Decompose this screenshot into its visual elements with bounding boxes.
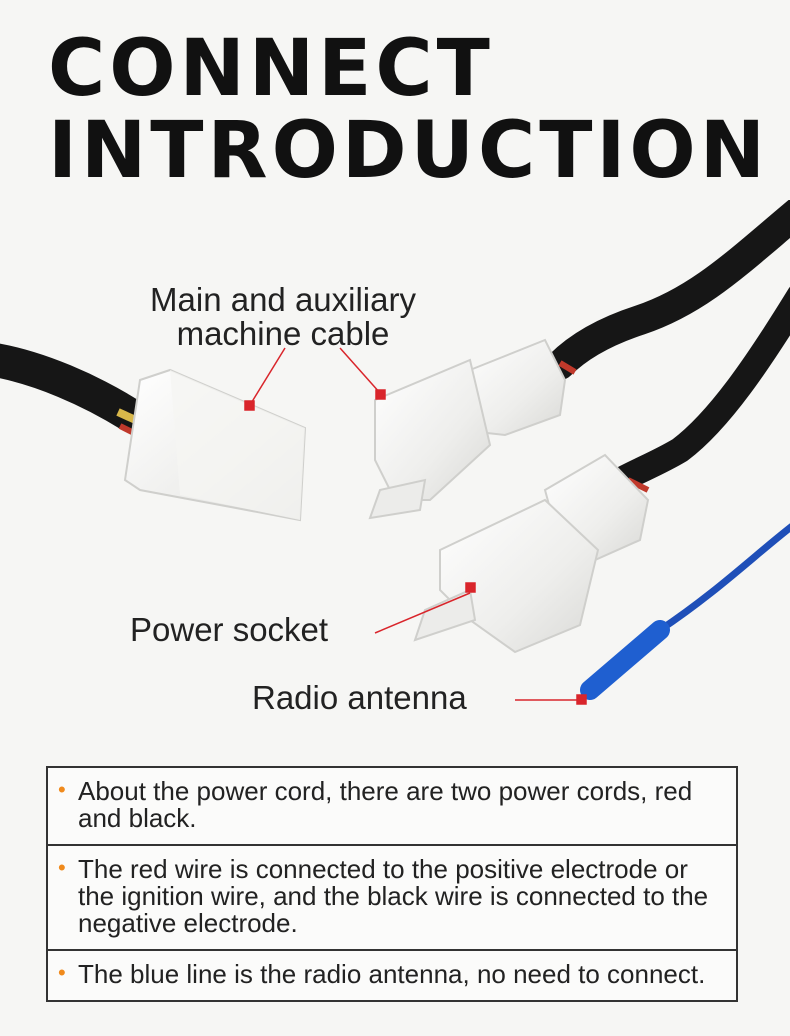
label-main-aux-line-2: machine cable (176, 315, 390, 352)
note-item: • The red wire is connected to the posit… (48, 844, 736, 949)
upper-black-cable (545, 198, 790, 380)
marker-left-connector (244, 400, 255, 411)
title-line-1: CONNECT (48, 24, 494, 114)
note-item: • About the power cord, there are two po… (48, 768, 736, 844)
label-main-aux-cable: Main and auxiliary machine cable (118, 283, 448, 351)
bullet-icon: • (58, 960, 66, 985)
leader-power-socket (374, 592, 471, 634)
label-power-socket: Power socket (130, 611, 329, 648)
wiring-illustration (0, 198, 790, 705)
note-text: About the power cord, there are two powe… (78, 776, 693, 833)
label-radio-antenna: Radio antenna (252, 679, 467, 716)
note-text: The blue line is the radio antenna, no n… (78, 959, 706, 989)
upper-right-connector (368, 338, 567, 520)
notes-box: • About the power cord, there are two po… (46, 766, 738, 1002)
note-text: The red wire is connected to the positiv… (78, 854, 709, 938)
lower-connector (413, 453, 650, 654)
bullet-icon: • (58, 855, 66, 880)
left-connector (123, 368, 307, 522)
label-main-aux-line-1: Main and auxiliary (150, 281, 416, 318)
note-item: • The blue line is the radio antenna, no… (48, 949, 736, 1000)
marker-power-socket (465, 582, 476, 593)
leader-main-aux-left (249, 347, 286, 406)
wiring-diagram: Main and auxiliary machine cable Power s… (0, 198, 790, 740)
leader-main-aux-right (339, 347, 381, 394)
title-line-2: INTRODUCTION (48, 106, 770, 196)
marker-upper-connector (375, 389, 386, 400)
page-title: CONNECT INTRODUCTION (48, 28, 769, 192)
bullet-icon: • (58, 777, 66, 802)
left-black-cable (0, 343, 147, 439)
blue-antenna-wire (580, 523, 790, 700)
leader-lines (244, 347, 587, 705)
marker-radio-antenna (576, 694, 587, 705)
